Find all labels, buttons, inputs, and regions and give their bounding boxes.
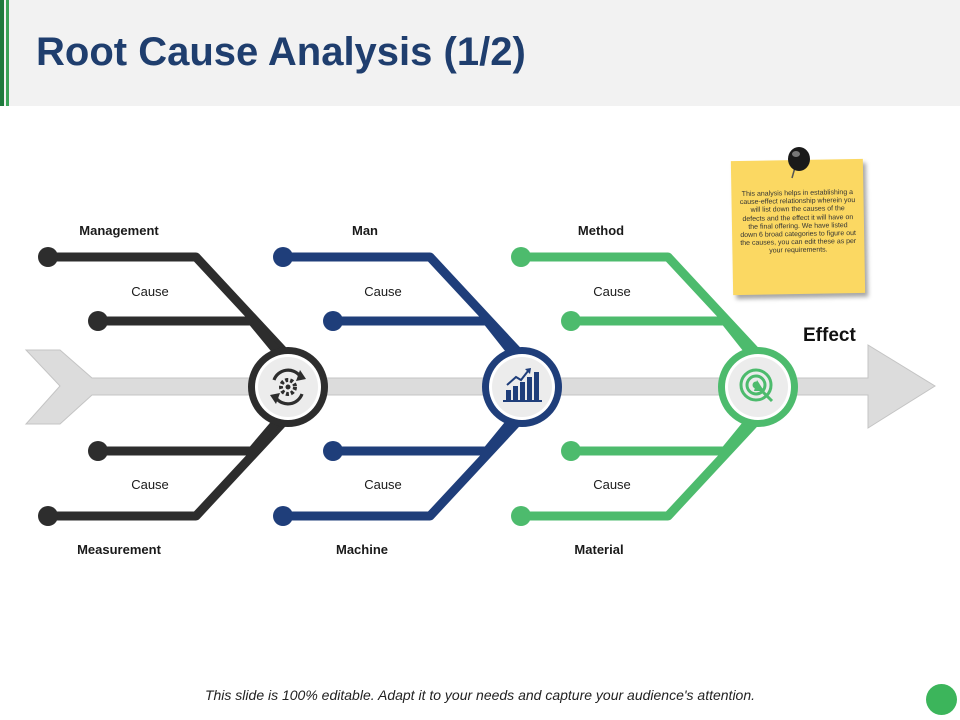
bone-end-dot [323, 311, 343, 331]
category-label-measurement: Measurement [77, 542, 161, 557]
cause-label: Cause [131, 284, 169, 299]
bone-measurement-cause [93, 413, 285, 456]
bone-end-dot [88, 311, 108, 331]
cause-label: Cause [593, 284, 631, 299]
bone-method [516, 252, 765, 361]
category-label-material: Material [574, 542, 624, 557]
target-icon [718, 347, 798, 427]
bone-machine [278, 412, 527, 521]
branch-group-3 [516, 252, 765, 521]
bone-end-dot [273, 247, 293, 267]
bone-material-cause [566, 413, 757, 456]
cause-label: Cause [593, 477, 631, 492]
decorative-green-dot [926, 684, 957, 715]
refresh-gear-icon [248, 347, 328, 427]
bone-end-dot [273, 506, 293, 526]
bone-dots-1 [38, 247, 108, 526]
sticky-note-text: This analysis helps in establishing a ca… [739, 189, 857, 255]
push-pin-icon [788, 147, 810, 179]
footer-caption: This slide is 100% editable. Adapt it to… [204, 687, 756, 703]
category-label-man: Man [352, 223, 378, 238]
cause-label: Cause [364, 284, 402, 299]
bone-management-cause [93, 316, 285, 360]
page-title: Root Cause Analysis (1/2) [36, 30, 526, 74]
spine-arrow [24, 344, 936, 429]
header-bar: Root Cause Analysis (1/2) [0, 0, 960, 106]
bone-dots-2 [273, 247, 343, 526]
bone-end-dot [511, 506, 531, 526]
bone-man [278, 252, 527, 361]
bone-material [516, 412, 765, 521]
branch-group-1 [43, 252, 293, 521]
bone-end-dot [511, 247, 531, 267]
header-accent-dark [0, 0, 4, 106]
category-label-machine: Machine [335, 542, 389, 557]
branch-group-2 [278, 252, 527, 521]
bone-method-cause [566, 316, 757, 360]
bone-machine-cause [328, 413, 519, 456]
category-label-method: Method [577, 223, 625, 238]
bone-end-dot [561, 441, 581, 461]
bone-end-dot [561, 311, 581, 331]
bone-man-cause [328, 316, 519, 360]
bone-measurement [43, 412, 293, 521]
bar-chart-growth-icon [482, 347, 562, 427]
header-accent-light [6, 0, 9, 106]
bone-end-dot [38, 247, 58, 267]
cause-label: Cause [364, 477, 402, 492]
bone-end-dot [88, 441, 108, 461]
bone-end-dot [323, 441, 343, 461]
category-label-management: Management [79, 223, 159, 238]
bone-end-dot [38, 506, 58, 526]
bone-dots-3 [511, 247, 581, 526]
cause-label: Cause [131, 477, 169, 492]
effect-label: Effect [803, 325, 856, 346]
bone-management [43, 252, 293, 361]
